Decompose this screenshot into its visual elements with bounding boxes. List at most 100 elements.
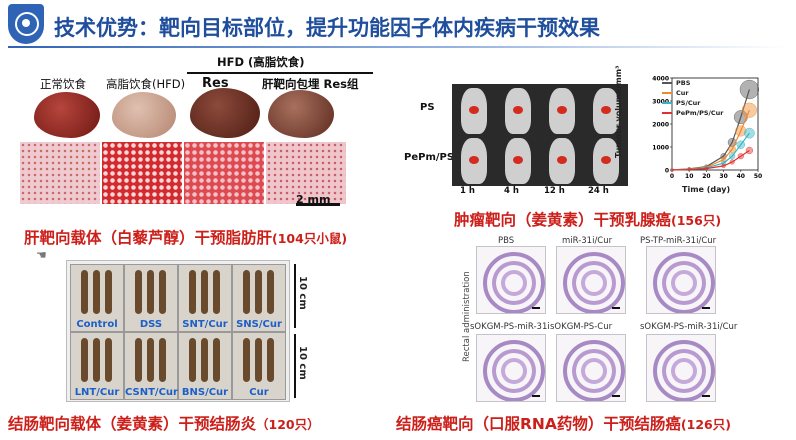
hand-pointer-icon: ☚	[36, 248, 47, 262]
mouse-image	[584, 84, 628, 136]
colon-strip	[135, 338, 142, 382]
chart-ylabel: Tumour volume/mm³	[614, 65, 623, 158]
colon-label: CSNT/Cur	[125, 387, 178, 398]
liver-caption: 肝靶向载体（白藜芦醇）干预脂肪肝(104只小鼠)	[24, 229, 348, 247]
colon-strip	[135, 270, 142, 314]
colon-strip	[201, 338, 208, 382]
mouse-image	[496, 84, 540, 136]
rectal-section-image	[646, 246, 716, 314]
colon-strip	[159, 270, 166, 314]
tumor-spot	[557, 106, 567, 114]
colon-strip	[105, 270, 112, 314]
colon-strip	[189, 270, 196, 314]
colon-photo-box: SNS/Cur	[232, 264, 286, 332]
colon-strip	[159, 338, 166, 382]
series-line	[671, 149, 750, 171]
cm-label-top: 10 cm	[297, 276, 308, 310]
mouse-image	[540, 84, 584, 136]
legend-label: PS/Cur	[676, 99, 701, 107]
series-point	[687, 167, 691, 172]
rectal-section-image	[556, 246, 626, 314]
liver-scale-label: 2 mm	[296, 193, 331, 206]
x-tick-label: 50	[754, 173, 762, 180]
colon-strip	[267, 338, 274, 382]
logo-badge-icon	[8, 4, 44, 44]
colon-label: BNS/Cur	[181, 387, 229, 398]
slide-title: 技术优势：靶向目标部位，提升功能因子体内疾病干预效果	[54, 16, 600, 40]
chart-xlabel: Time (day)	[682, 185, 731, 194]
x-tick-label: 0	[670, 173, 674, 180]
rectal-section-label: miR-31i/Cur	[562, 236, 613, 246]
series-point	[741, 102, 757, 118]
rectal-side-label: Rectal administration	[462, 271, 472, 362]
section-scale-bar	[702, 395, 710, 397]
rectal-section-image	[476, 334, 546, 402]
liver-col-hfd: 高脂饮食(HFD)	[106, 77, 186, 91]
colon-caption: 结肠靶向载体（姜黄素）干预结肠炎（120只）	[8, 415, 320, 433]
y-tick-label: 1000	[652, 145, 669, 152]
series-point	[720, 156, 727, 163]
series-point	[670, 168, 674, 172]
x-tick-label: 10	[685, 173, 693, 180]
colon-photo-box: SNT/Cur	[178, 264, 232, 332]
tumor-spot	[601, 106, 611, 114]
tumor-spot	[601, 156, 611, 164]
tissue-swirl	[653, 340, 715, 401]
colon-strip	[147, 270, 154, 314]
liver-col-res: Res	[202, 76, 229, 91]
series-point	[745, 146, 754, 155]
section-scale-bar	[532, 307, 540, 309]
cm-arrow-top	[294, 264, 296, 328]
histology-targeted	[266, 142, 346, 204]
series-point	[735, 125, 747, 137]
time-label-12h: 12 h	[544, 186, 565, 196]
y-tick-label: 3000	[652, 99, 669, 106]
colon-strip	[243, 338, 250, 382]
tumor-caption: 肿瘤靶向（姜黄素）干预乳腺癌(156只)	[454, 211, 722, 229]
section-scale-bar	[612, 395, 620, 397]
colon-strip	[105, 338, 112, 382]
rectal-section-label: sOKGM-PS-miR-31i	[470, 322, 550, 332]
tumor-spot	[469, 106, 479, 114]
colon-strip	[81, 270, 88, 314]
mouse-image	[540, 134, 584, 186]
legend-item: PePm/PS/Cur	[662, 108, 724, 118]
colon-strip	[93, 270, 100, 314]
legend-swatch	[662, 112, 672, 114]
colon-photo-box: Control	[70, 264, 124, 332]
colon-label: LNT/Cur	[74, 387, 120, 398]
series-point	[729, 159, 735, 165]
liver-col-targeted: 肝靶向包埋 Res组	[262, 77, 359, 91]
colon-strip	[213, 270, 220, 314]
rectal-section-label: PBS	[498, 236, 515, 246]
colon-strip	[213, 338, 220, 382]
colon-strip	[243, 270, 250, 314]
mouse-row-pepm: PePm/PS	[404, 152, 455, 163]
series-point	[733, 110, 748, 124]
series-point	[729, 153, 736, 160]
liver-col-normal: 正常饮食	[40, 77, 86, 91]
liver-scale-bar	[296, 203, 340, 206]
colon-photo-box: CSNT/Cur	[124, 332, 178, 400]
rectal-section-label: sOKGM-PS-Cur	[550, 322, 613, 332]
liver-photo-res	[190, 88, 260, 138]
section-scale-bar	[702, 307, 710, 309]
rectal-section-label: sOKGM-PS-miR-31i/Cur	[640, 322, 738, 332]
mouse-image	[584, 134, 628, 186]
x-tick-label: 30	[719, 173, 727, 180]
cm-arrow-bottom	[294, 334, 296, 398]
time-label-4h: 4 h	[504, 186, 519, 196]
legend-label: PBS	[676, 79, 691, 87]
cm-label-bottom: 10 cm	[297, 346, 308, 380]
x-tick-label: 40	[737, 173, 745, 180]
tissue-swirl	[483, 340, 545, 401]
x-tick-label: 20	[702, 173, 710, 180]
tissue-swirl	[483, 252, 545, 313]
tumor-spot	[557, 156, 567, 164]
mouse-image	[452, 84, 496, 136]
y-tick-label: 2000	[652, 122, 669, 129]
y-tick-label: 4000	[652, 76, 669, 83]
legend-label: PePm/PS/Cur	[676, 109, 724, 117]
colon-label: DSS	[139, 319, 163, 330]
